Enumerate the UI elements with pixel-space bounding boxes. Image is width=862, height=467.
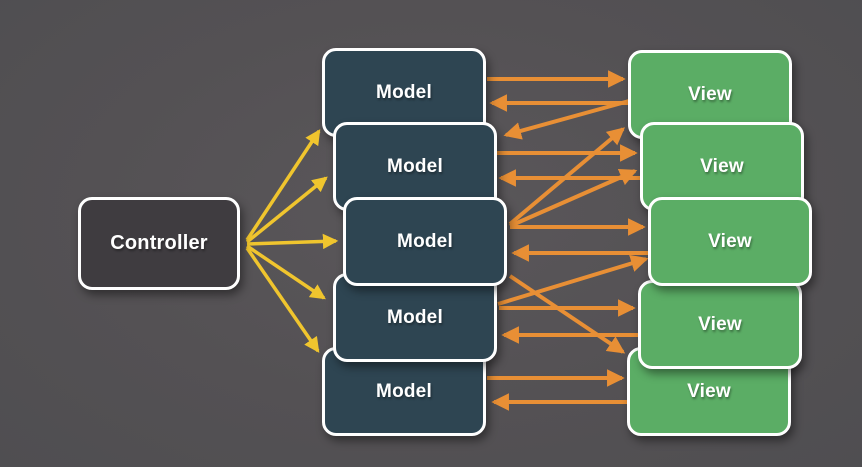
- arrow-controller-to-model-4: [246, 244, 326, 300]
- model-label: Model: [397, 230, 453, 252]
- model-box-4[interactable]: Model: [333, 273, 497, 362]
- model-label: Model: [387, 155, 443, 177]
- model-box-2[interactable]: Model: [333, 122, 497, 211]
- arrow-view-1-to-model-2: [503, 99, 630, 140]
- model-label: Model: [387, 306, 443, 328]
- arrow-controller-to-model-1: [245, 129, 321, 241]
- controller-box[interactable]: Controller: [78, 197, 240, 290]
- view-label: View: [698, 313, 742, 335]
- model-label: Model: [376, 380, 432, 402]
- arrow-model-3-to-view-2: [508, 127, 626, 226]
- view-label: View: [688, 83, 732, 105]
- arrow-model-4-to-view-3: [497, 254, 649, 306]
- view-box-4[interactable]: View: [638, 280, 802, 369]
- arrow-model-3-to-view-2: [509, 168, 638, 228]
- arrow-controller-to-model-3: [246, 233, 339, 250]
- arrow-model-3-to-view-5: [508, 274, 626, 354]
- view-label: View: [700, 155, 744, 177]
- view-label: View: [687, 380, 731, 402]
- model-view-arrows-group: [487, 70, 649, 411]
- view-box-2[interactable]: View: [640, 122, 804, 211]
- arrow-controller-to-model-2: [245, 176, 328, 244]
- controller-label: Controller: [110, 232, 208, 254]
- view-label: View: [708, 230, 752, 252]
- arrow-controller-to-model-5: [245, 247, 320, 353]
- model-label: Model: [376, 81, 432, 103]
- controller-arrows-group: [245, 129, 339, 353]
- view-box-3[interactable]: View: [648, 197, 812, 286]
- model-box-3[interactable]: Model: [343, 197, 507, 286]
